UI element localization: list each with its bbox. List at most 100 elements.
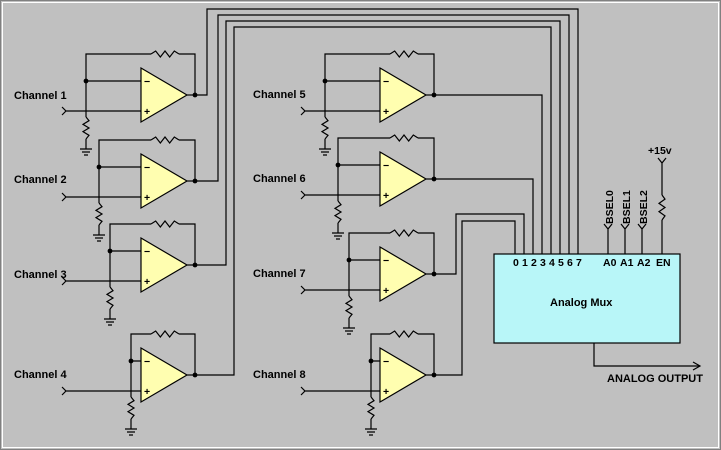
- feedback-resistor: [389, 50, 419, 58]
- plus-sign: +: [383, 190, 389, 202]
- signal-input: [61, 106, 141, 116]
- plus-sign: +: [144, 276, 150, 288]
- channel-1-label: Channel 1: [14, 90, 67, 102]
- feedback-resistor: [389, 229, 419, 237]
- output-wire: [593, 343, 700, 367]
- opamp-stage-1: −+: [61, 50, 198, 156]
- wire-channel-4: [195, 26, 552, 376]
- signal-input: [300, 386, 380, 396]
- feedback-return: [348, 232, 390, 261]
- opamp-stage-5: −+: [300, 50, 437, 156]
- channel-2-label: Channel 2: [14, 174, 67, 186]
- wire-channel-3: [195, 20, 561, 266]
- mux-input-5: 5: [558, 257, 564, 269]
- channel-6-label: Channel 6: [253, 173, 306, 185]
- analog-mux-block: [493, 253, 681, 344]
- feedback-return: [337, 137, 390, 166]
- feedback-wire: [179, 333, 196, 375]
- ground-resistor: [81, 116, 91, 140]
- opamp-5: [379, 66, 428, 124]
- feedback-wire: [418, 333, 435, 375]
- minus-sign: −: [383, 76, 389, 88]
- ground-symbol: [93, 225, 105, 242]
- opamp-4: [140, 346, 189, 404]
- mux-pin-a0: A0: [603, 257, 617, 269]
- feedback-wire: [179, 53, 196, 95]
- minus-sign: −: [144, 76, 150, 88]
- feedback-wire: [418, 53, 435, 95]
- bsel2-line: [637, 223, 647, 254]
- opamp-stage-8: −+: [300, 330, 437, 436]
- opamp-stage-2: −+: [61, 136, 198, 242]
- bsel0-line: [603, 223, 613, 254]
- supply-label: +15v: [648, 145, 672, 157]
- wire-channel-5: [434, 94, 543, 254]
- signal-input: [300, 190, 380, 200]
- minus-sign: −: [144, 356, 150, 368]
- ground-symbol: [319, 139, 331, 156]
- bsel1-label: BSEL1: [621, 190, 633, 224]
- bsel0-label: BSEL0: [604, 190, 616, 224]
- mux-input-4: 4: [549, 257, 555, 269]
- plus-sign: +: [383, 106, 389, 118]
- opamp-stage-3: −+: [61, 220, 198, 326]
- feedback-resistor: [150, 330, 180, 338]
- ground-symbol: [80, 139, 92, 156]
- channel-5-label: Channel 5: [253, 89, 306, 101]
- opamp-stage-7: −+: [300, 229, 437, 335]
- analog-output-label: ANALOG OUTPUT: [607, 373, 703, 385]
- signal-input: [61, 276, 141, 286]
- mux-title: Analog Mux: [550, 297, 613, 309]
- bsel-lines: BSEL0 BSEL1 BSEL2: [603, 190, 650, 254]
- feedback-resistor: [150, 50, 180, 58]
- channel-8-label: Channel 8: [253, 369, 306, 381]
- ground-resistor: [105, 286, 115, 310]
- ground-symbol: [332, 223, 344, 240]
- output-arrowhead: [692, 361, 702, 371]
- analog-output-arrow: [593, 343, 702, 371]
- opamp-stage-4: −+: [61, 330, 198, 436]
- wire-channel-7: [434, 213, 525, 275]
- opamp-stage-6: −+: [300, 134, 437, 240]
- ground-resistor: [366, 396, 376, 420]
- channel-3-label: Channel 3: [14, 269, 67, 281]
- feedback-wire: [418, 137, 435, 179]
- mux-input-6: 6: [567, 257, 573, 269]
- feedback-resistor: [389, 134, 419, 142]
- opamp-7: [379, 245, 428, 303]
- ground-symbol: [365, 419, 377, 436]
- feedback-wire: [179, 139, 196, 181]
- minus-sign: −: [144, 162, 150, 174]
- signal-input: [300, 106, 380, 116]
- wire-channel-1: [195, 8, 579, 254]
- mux-input-1: 1: [522, 257, 528, 269]
- plus-sign: +: [144, 106, 150, 118]
- mux-pin-a1: A1: [620, 257, 634, 269]
- channel-4-label: Channel 4: [14, 369, 67, 381]
- amplifier-group: −+−+−+−+−+−+−+−+: [61, 50, 437, 436]
- opamp-1: [140, 66, 189, 124]
- feedback-resistor: [389, 330, 419, 338]
- ground-resistor: [94, 202, 104, 226]
- plus-sign: +: [383, 386, 389, 398]
- feedback-resistor: [150, 136, 180, 144]
- minus-sign: −: [144, 246, 150, 258]
- minus-sign: −: [383, 356, 389, 368]
- channel-7-label: Channel 7: [253, 268, 306, 280]
- pullup-resistor: [657, 194, 667, 221]
- feedback-wire: [418, 232, 435, 274]
- opamp-8: [379, 346, 428, 404]
- signal-input: [61, 192, 141, 202]
- ground-symbol: [125, 419, 137, 436]
- feedback-return: [109, 223, 151, 252]
- wire-channel-8: [434, 220, 516, 376]
- mux-input-0: 0: [513, 257, 519, 269]
- plus-sign: +: [383, 285, 389, 297]
- ground-resistor: [333, 200, 343, 224]
- plus-sign: +: [144, 192, 150, 204]
- ground-symbol: [343, 318, 355, 335]
- minus-sign: −: [383, 160, 389, 172]
